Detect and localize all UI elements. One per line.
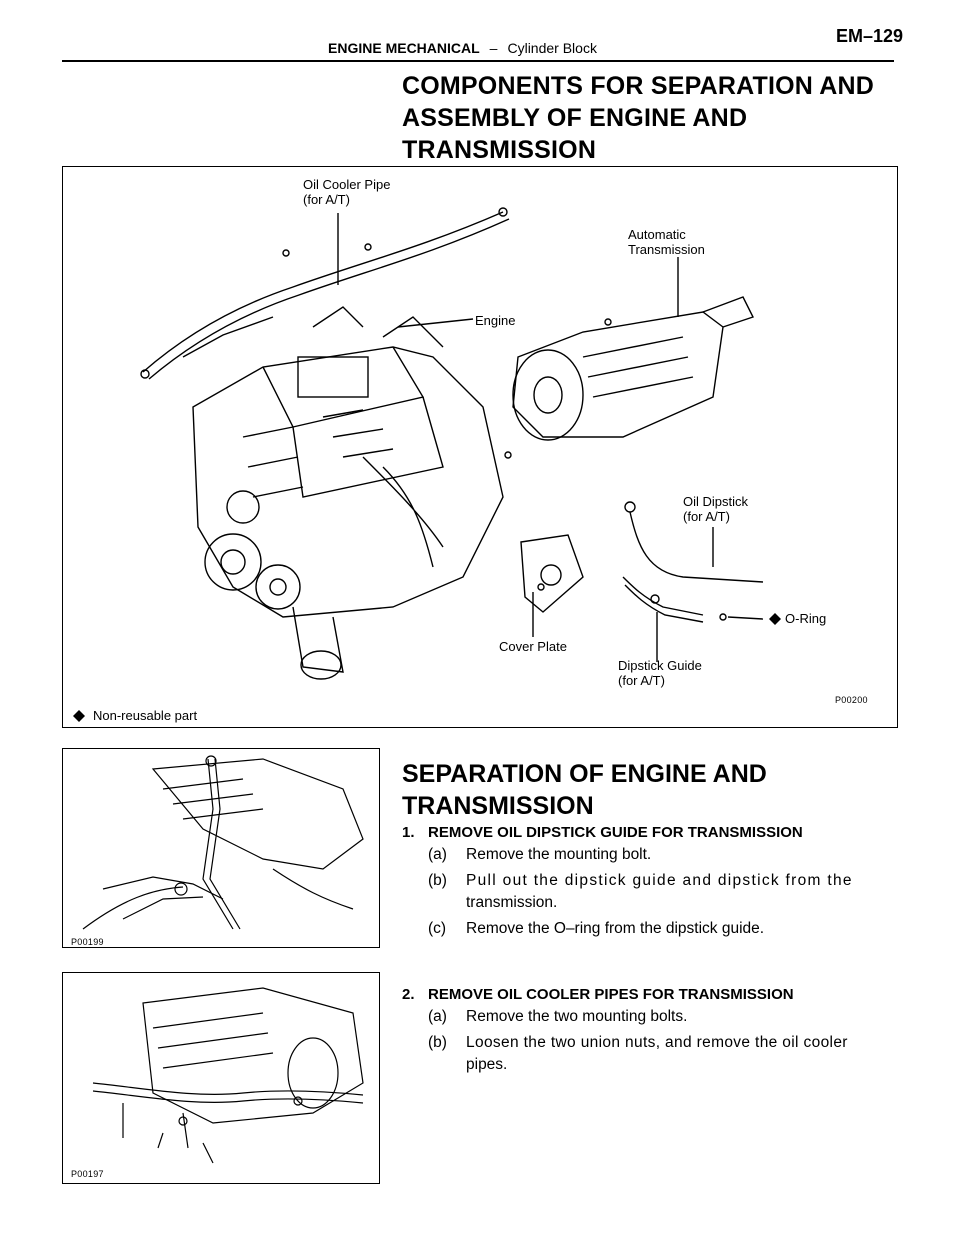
oil-cooler-figure: P00197	[62, 972, 380, 1184]
label-automatic-transmission: Automatic Transmission	[628, 227, 705, 257]
figure-code-components: P00200	[835, 695, 868, 705]
header-dash: –	[489, 40, 498, 56]
label-dipstick-guide: Dipstick Guide (for A/T)	[618, 658, 702, 688]
step-2: 2.REMOVE OIL COOLER PIPES FOR TRANSMISSI…	[402, 986, 902, 1076]
step-1-heading: 1.REMOVE OIL DIPSTICK GUIDE FOR TRANSMIS…	[402, 824, 803, 841]
legend-non-reusable: Non-reusable part	[93, 708, 198, 723]
header-section: ENGINE MECHANICAL	[328, 40, 480, 56]
page-title: COMPONENTS FOR SEPARATION AND ASSEMBLY O…	[402, 72, 875, 164]
header-subsection: Cylinder Block	[507, 40, 597, 56]
label-cover-plate: Cover Plate	[499, 639, 567, 654]
step-1b: (b)Pull out the dipstick guide and dipst…	[428, 872, 853, 889]
components-figure: Oil Cooler Pipe (for A/T) Automatic Tran…	[62, 166, 898, 728]
step-1a: (a)Remove the mounting bolt.	[428, 846, 652, 863]
label-oil-dipstick: Oil Dipstick (for A/T)	[683, 494, 749, 524]
section-title: SEPARATION OF ENGINE AND TRANSMISSION	[402, 760, 767, 820]
step-1c: (c)Remove the O–ring from the dipstick g…	[428, 920, 765, 937]
label-engine: Engine	[475, 313, 516, 328]
oil-cooler-illustration	[92, 987, 364, 1164]
page-number: EM–129	[836, 26, 904, 46]
dipstick-illustration	[82, 755, 364, 930]
header-rule	[62, 60, 894, 62]
step-2-heading: 2.REMOVE OIL COOLER PIPES FOR TRANSMISSI…	[402, 986, 794, 1003]
label-o-ring: O-Ring	[785, 611, 827, 626]
components-illustration	[73, 207, 781, 722]
step-1: 1.REMOVE OIL DIPSTICK GUIDE FOR TRANSMIS…	[402, 824, 902, 940]
step-1b-cont: transmission.	[466, 894, 558, 911]
step-2b: (b)Loosen the two union nuts, and remove…	[428, 1034, 848, 1051]
figure-code-cooler: P00197	[71, 1169, 104, 1179]
dipstick-figure: P00199	[62, 748, 380, 948]
running-header: ENGINE MECHANICAL–Cylinder Block	[328, 40, 597, 56]
label-oil-cooler-pipe: Oil Cooler Pipe (for A/T)	[303, 177, 391, 207]
step-2a: (a)Remove the two mounting bolts.	[428, 1008, 688, 1025]
figure-code-dipstick: P00199	[71, 937, 104, 947]
step-2b-cont: pipes.	[466, 1056, 508, 1073]
